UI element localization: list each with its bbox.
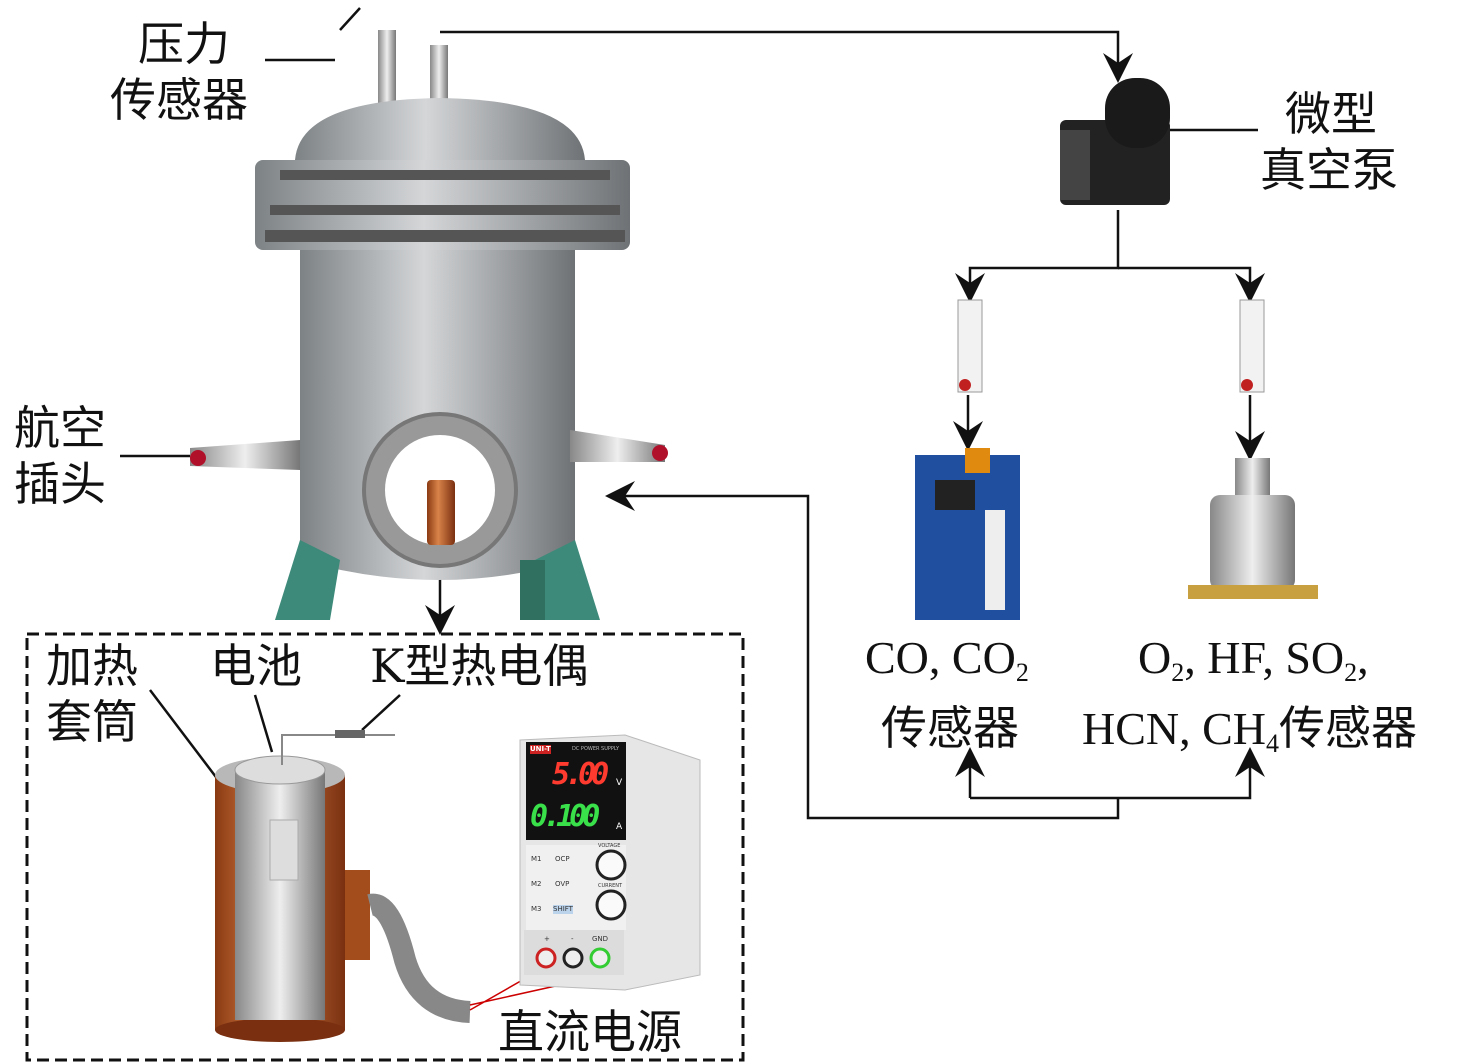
current-unit: A [616,822,623,832]
voltage-unit: V [616,778,623,788]
thermocouple-label: K型热电偶 [370,639,589,693]
flowmeters [957,299,1265,393]
detail-box [25,632,745,1062]
battery-label: 电池 [210,639,302,693]
supply-title: DC POWER SUPPLY [572,746,620,752]
current-display: 0.100 [530,799,600,834]
m1-button[interactable]: M1 [531,855,542,863]
dc-power-label: 直流电源 [498,1005,682,1059]
gnd-terminal-label: GND [592,935,609,943]
gas-sensor-label: O2, HF, SO2, HCN, CH4传感器 [1082,632,1418,758]
minus-terminal-label: - [571,935,574,943]
reaction-vessel [190,30,668,620]
current-knob-label: CURRENT [598,883,623,889]
voltage-knob-label: VOLTAGE [598,843,621,849]
co-sensor-board [915,448,1020,620]
heating-sleeve-label: 加热套筒 [46,639,138,749]
plus-terminal-label: + [544,935,550,943]
power-supply-image [519,734,701,991]
brand-logo: UNI-T [530,745,551,754]
vacuum-pump-label: 微型真空泵 [1260,87,1398,197]
ocp-button[interactable]: OCP [555,855,570,863]
ovp-button[interactable]: OVP [555,880,570,888]
pressure-sensor-label: 压力传感器 [110,17,248,127]
m3-button[interactable]: M3 [531,905,542,913]
shift-button[interactable]: SHIFT [553,905,573,914]
heating-sleeve-battery [215,730,471,1042]
aviation-plug-label: 航空插头 [14,401,106,511]
gas-sensor-module [1188,458,1318,599]
voltage-display: 5.00 [552,757,609,792]
vacuum-pump-image [1060,78,1170,205]
m2-button[interactable]: M2 [531,880,542,888]
